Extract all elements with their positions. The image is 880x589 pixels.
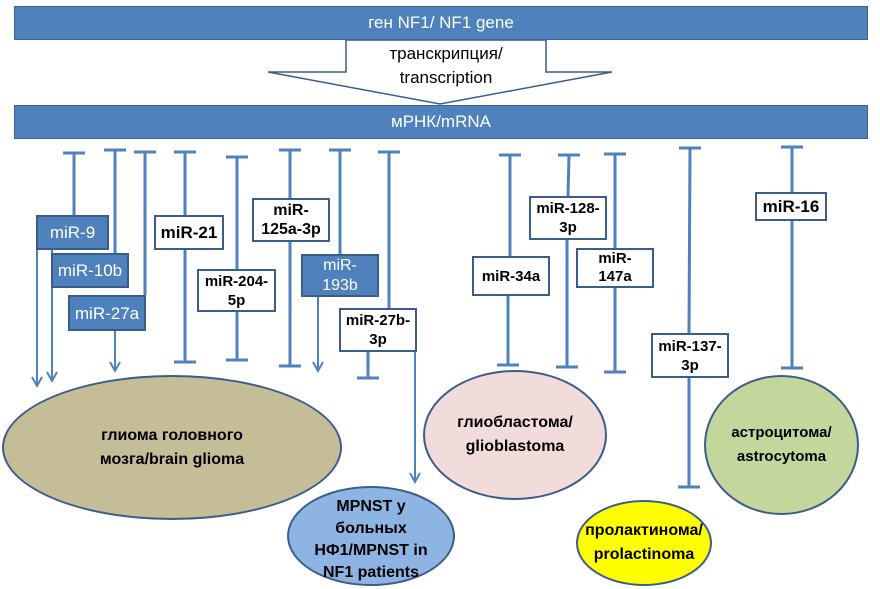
mirna-label: miR-16 <box>762 197 820 216</box>
disease-label-line2: prolactinoma <box>593 546 695 563</box>
mirna-label-line2: 193b <box>322 276 358 294</box>
mir137-upper-line <box>687 147 692 334</box>
transcription-label-ru: транскрипция/ <box>389 44 503 63</box>
mirna-label: miR-27b- <box>345 312 411 329</box>
mirna-label-line2: 125a-3p <box>261 221 321 238</box>
mir9-arrowhead <box>31 376 43 389</box>
mirna-label: miR-9 <box>49 223 96 242</box>
disease-label: глиома головного <box>101 426 243 444</box>
mirna-label: miR- <box>273 202 309 219</box>
mirna-label-line2: 5p <box>227 291 246 309</box>
disease-glioblastoma: глиобластома/glioblastoma <box>423 370 607 500</box>
mrna-bar: мРНК/mRNA <box>14 105 868 139</box>
transcription-label-en: transcription <box>399 68 493 87</box>
disease-label-line2: glioblastoma <box>465 438 565 455</box>
mirna-label: miR-128- <box>536 200 600 217</box>
disease-label-line2: astrocytoma <box>736 448 827 465</box>
disease-astrocytoma: астроцитома/astrocytoma <box>704 375 859 515</box>
mirna-box-mir137: miR-137-3p <box>651 333 729 378</box>
mirna-box-mir27a: miR-27a <box>68 295 146 331</box>
transcription-label: транскрипция/ transcription <box>346 42 546 90</box>
mirna-label: miR-27a <box>74 303 140 323</box>
mirna-box-mir21: miR-21 <box>154 215 224 250</box>
disease-label-line2: мозга/brain glioma <box>99 450 245 468</box>
mirna-label: miR- <box>598 250 632 267</box>
transcription-arrow <box>267 39 613 105</box>
disease-brain-glioma: глиома головного мозга/brain glioma <box>2 375 342 520</box>
mirna-label-line2: 147a <box>598 268 632 285</box>
mir193b-arrowhead <box>312 361 324 374</box>
disease-label-line3: НФ1/MPNST in <box>314 542 428 559</box>
mirna-box-mir204: miR-204-5p <box>197 269 276 312</box>
mirna-label: miR-21 <box>160 223 218 242</box>
disease-label: пролактинома/ <box>585 522 703 539</box>
mirna-box-mir34a: miR-34a <box>472 256 550 296</box>
mirna-box-mir27b: miR-27b- 3p <box>339 308 417 352</box>
disease-label: MPNST у <box>336 498 406 515</box>
mirna-box-mir16: miR-16 <box>755 192 827 221</box>
mir10b-arrowhead <box>46 371 58 384</box>
disease-label: глиобластома/ <box>457 414 573 431</box>
mirna-label-line2: 3p <box>681 356 699 374</box>
mirna-box-mir147a: miR-147a <box>576 248 654 288</box>
disease-label-line2: больных <box>335 520 407 537</box>
mirna-label: miR- <box>323 256 357 274</box>
mirna-box-mir125a: miR- 125a-3p <box>252 198 330 242</box>
disease-label: астроцитома/ <box>731 424 832 441</box>
mirna-label: miR-10b <box>57 261 123 280</box>
mirna-label: miR-137- <box>658 337 722 355</box>
mirna-label-line2: 3p <box>369 331 387 348</box>
nf1-gene-bar: ген NF1/ NF1 gene <box>14 6 868 40</box>
mirna-label: miR-204- <box>204 272 269 290</box>
mirna-box-mir9: miR-9 <box>36 215 109 250</box>
mirna-label: miR-34a <box>481 267 541 285</box>
disease-prolactinoma: пролактинома/prolactinoma <box>576 500 712 586</box>
mirna-box-mir10b: miR-10b <box>51 253 129 288</box>
mir128-upper-line <box>566 154 571 197</box>
mirna-box-mir193b: miR- 193b <box>301 254 379 297</box>
disease-label-line4: NF1 patients <box>322 564 419 581</box>
mirna-box-mir128: miR-128- 3p <box>529 196 607 240</box>
mir27a-arrowhead <box>109 361 121 374</box>
mir27b-mpnst-arrowhead <box>409 472 421 485</box>
mirna-label-line2: 3p <box>559 219 577 236</box>
